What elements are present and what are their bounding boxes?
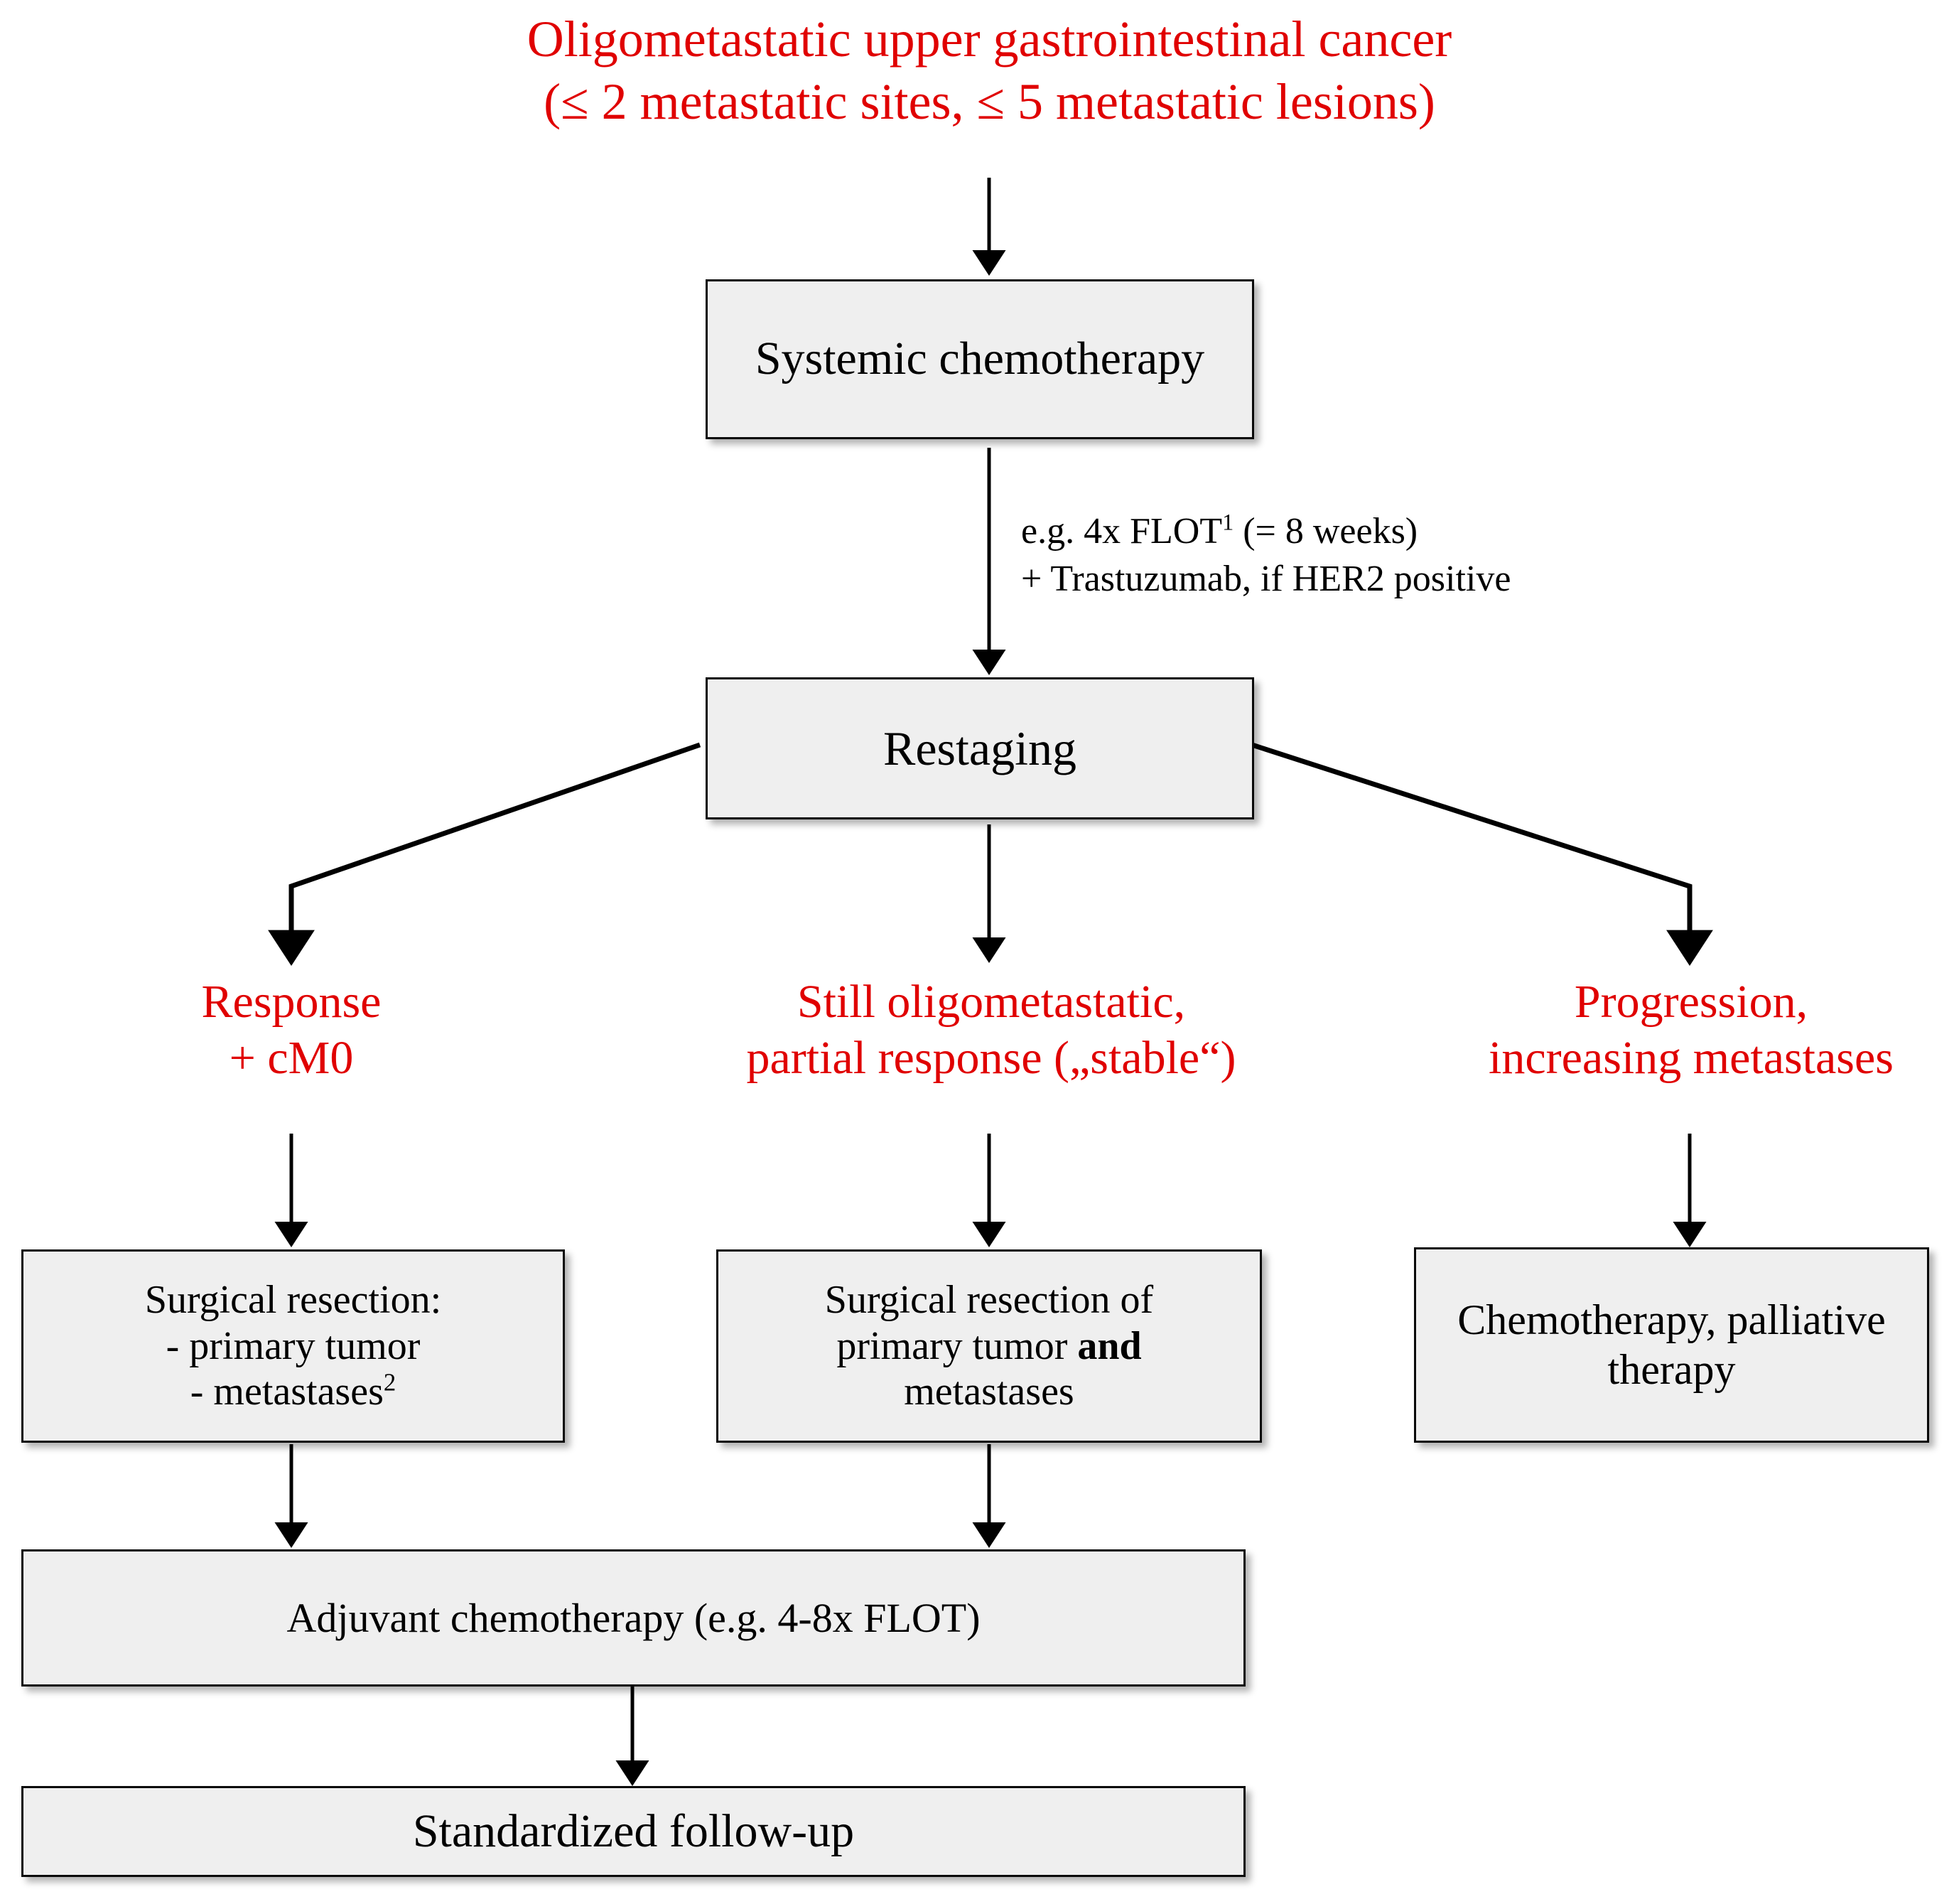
node-surgical-resection-primary-and-metastases[interactable]: Surgical resection: - primary tumor - me…: [21, 1249, 565, 1443]
edge-note-flot-text: e.g. 4x FLOT: [1021, 511, 1223, 552]
node-surgical-resection-left-text: Surgical resection: - primary tumor - me…: [31, 1277, 556, 1416]
edge-restaging-to-response: [268, 742, 701, 967]
branch-label-progression: Progression, increasing metastases: [1489, 976, 1894, 1085]
page-title: Oligometastatic upper gastrointestinal c…: [527, 11, 1452, 130]
node-chemotherapy-palliative-therapy[interactable]: Chemotherapy, palliative therapy: [1414, 1247, 1929, 1443]
resection-left-line-2: - primary tumor: [166, 1323, 421, 1368]
node-restaging[interactable]: Restaging: [706, 677, 1254, 819]
edge-note-flot-superscript: 1: [1222, 509, 1234, 535]
node-surgical-resection-mid-text: Surgical resection of primary tumor and …: [725, 1277, 1253, 1416]
node-systemic-chemotherapy[interactable]: Systemic chemotherapy: [706, 279, 1254, 439]
resection-left-metastases-superscript: 2: [383, 1368, 396, 1397]
resection-mid-line-2: primary tumor and: [725, 1323, 1253, 1370]
edge-note-flot: e.g. 4x FLOT1 (= 8 weeks) + Trastuzumab, …: [1021, 508, 1689, 603]
resection-mid-line-3: metastases: [904, 1370, 1074, 1414]
resection-mid-line-1: Surgical resection of: [824, 1277, 1154, 1322]
node-standardized-follow-up[interactable]: Standardized follow-up: [21, 1786, 1246, 1877]
resection-mid-primary-tumor-text: primary tumor: [836, 1323, 1078, 1368]
edge-note-flot-weeks: (= 8 weeks): [1234, 511, 1418, 552]
resection-left-metastases-text: - metastases: [190, 1370, 384, 1414]
edge-restaging-to-progression: [1251, 742, 1713, 967]
resection-mid-and-emphasis: and: [1077, 1323, 1142, 1368]
resection-left-line-1: Surgical resection:: [144, 1277, 442, 1322]
node-adjuvant-chemotherapy[interactable]: Adjuvant chemotherapy (e.g. 4-8x FLOT): [21, 1549, 1246, 1687]
resection-left-line-3: - metastases2: [31, 1369, 556, 1415]
edge-note-flot-line1: e.g. 4x FLOT1 (= 8 weeks): [1021, 511, 1418, 552]
edge-note-trastuzumab: + Trastuzumab, if HER2 positive: [1021, 558, 1511, 599]
branch-label-still-oligometastatic: Still oligometastatic, partial response …: [746, 976, 1236, 1085]
node-surgical-resection-primary-tumor-and-metastases[interactable]: Surgical resection of primary tumor and …: [716, 1249, 1262, 1443]
branch-label-response: Response + cM0: [201, 976, 382, 1085]
